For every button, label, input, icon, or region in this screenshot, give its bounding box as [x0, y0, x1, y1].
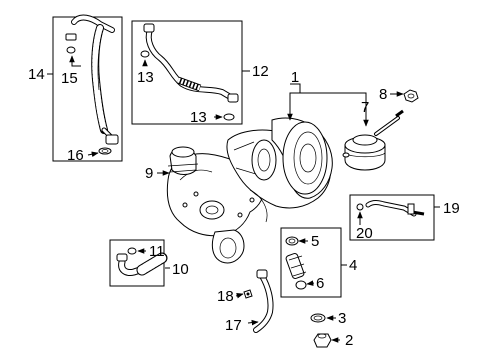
wastegate-actuator: [342, 109, 404, 171]
callout-10: 10: [172, 261, 189, 278]
callout-1: 1: [291, 69, 299, 86]
callout-4: 4: [349, 257, 357, 274]
vacuum-line-box: [349, 194, 435, 241]
fitting-oring-upper: [285, 236, 299, 246]
coolant-hose-washer: [127, 247, 137, 255]
callout-9: 9: [145, 165, 153, 182]
callout-12: 12: [252, 63, 269, 80]
callout-2: 2: [345, 332, 353, 349]
plug-washer: [310, 313, 326, 323]
oil-return-tube: [143, 23, 239, 103]
actuator-nut: [403, 89, 419, 103]
oil-feed-tube: [65, 14, 119, 145]
actuator-bracket: [167, 146, 199, 175]
oil-return-line-box: [131, 20, 243, 125]
oil-feed-washer-lower: [98, 147, 112, 155]
callout-15: 15: [61, 70, 78, 87]
callout-8: 8: [379, 86, 387, 103]
banjo-bolt: [243, 289, 253, 299]
callout-6: 6: [316, 275, 324, 292]
callout-5: 5: [311, 233, 319, 250]
callout-11: 11: [149, 243, 165, 260]
oil-return-washer-upper: [140, 50, 150, 58]
callout-17: 17: [225, 317, 242, 334]
vacuum-line: [365, 200, 425, 217]
oil-feed-washer-upper: [66, 46, 76, 54]
callout-7: 7: [361, 99, 369, 116]
callout-13-upper: 13: [137, 69, 154, 86]
oil-return-washer-lower: [223, 113, 235, 121]
turbocharger-assembly: [166, 117, 333, 264]
callout-13-lower: 13: [190, 109, 207, 126]
vacuum-line-washer: [356, 203, 364, 211]
callout-20: 20: [356, 225, 373, 242]
callout-3: 3: [338, 310, 346, 327]
fitting-adapter: [285, 253, 307, 279]
callout-16: 16: [67, 147, 84, 164]
coolant-tube: [253, 269, 274, 333]
callout-19: 19: [443, 200, 460, 217]
fitting-kit-box: [280, 227, 342, 298]
fitting-oring-lower: [295, 280, 307, 290]
callout-14: 14: [28, 66, 45, 83]
callout-18: 18: [217, 288, 234, 305]
drain-plug: [313, 333, 332, 348]
coolant-hose: [116, 252, 168, 276]
